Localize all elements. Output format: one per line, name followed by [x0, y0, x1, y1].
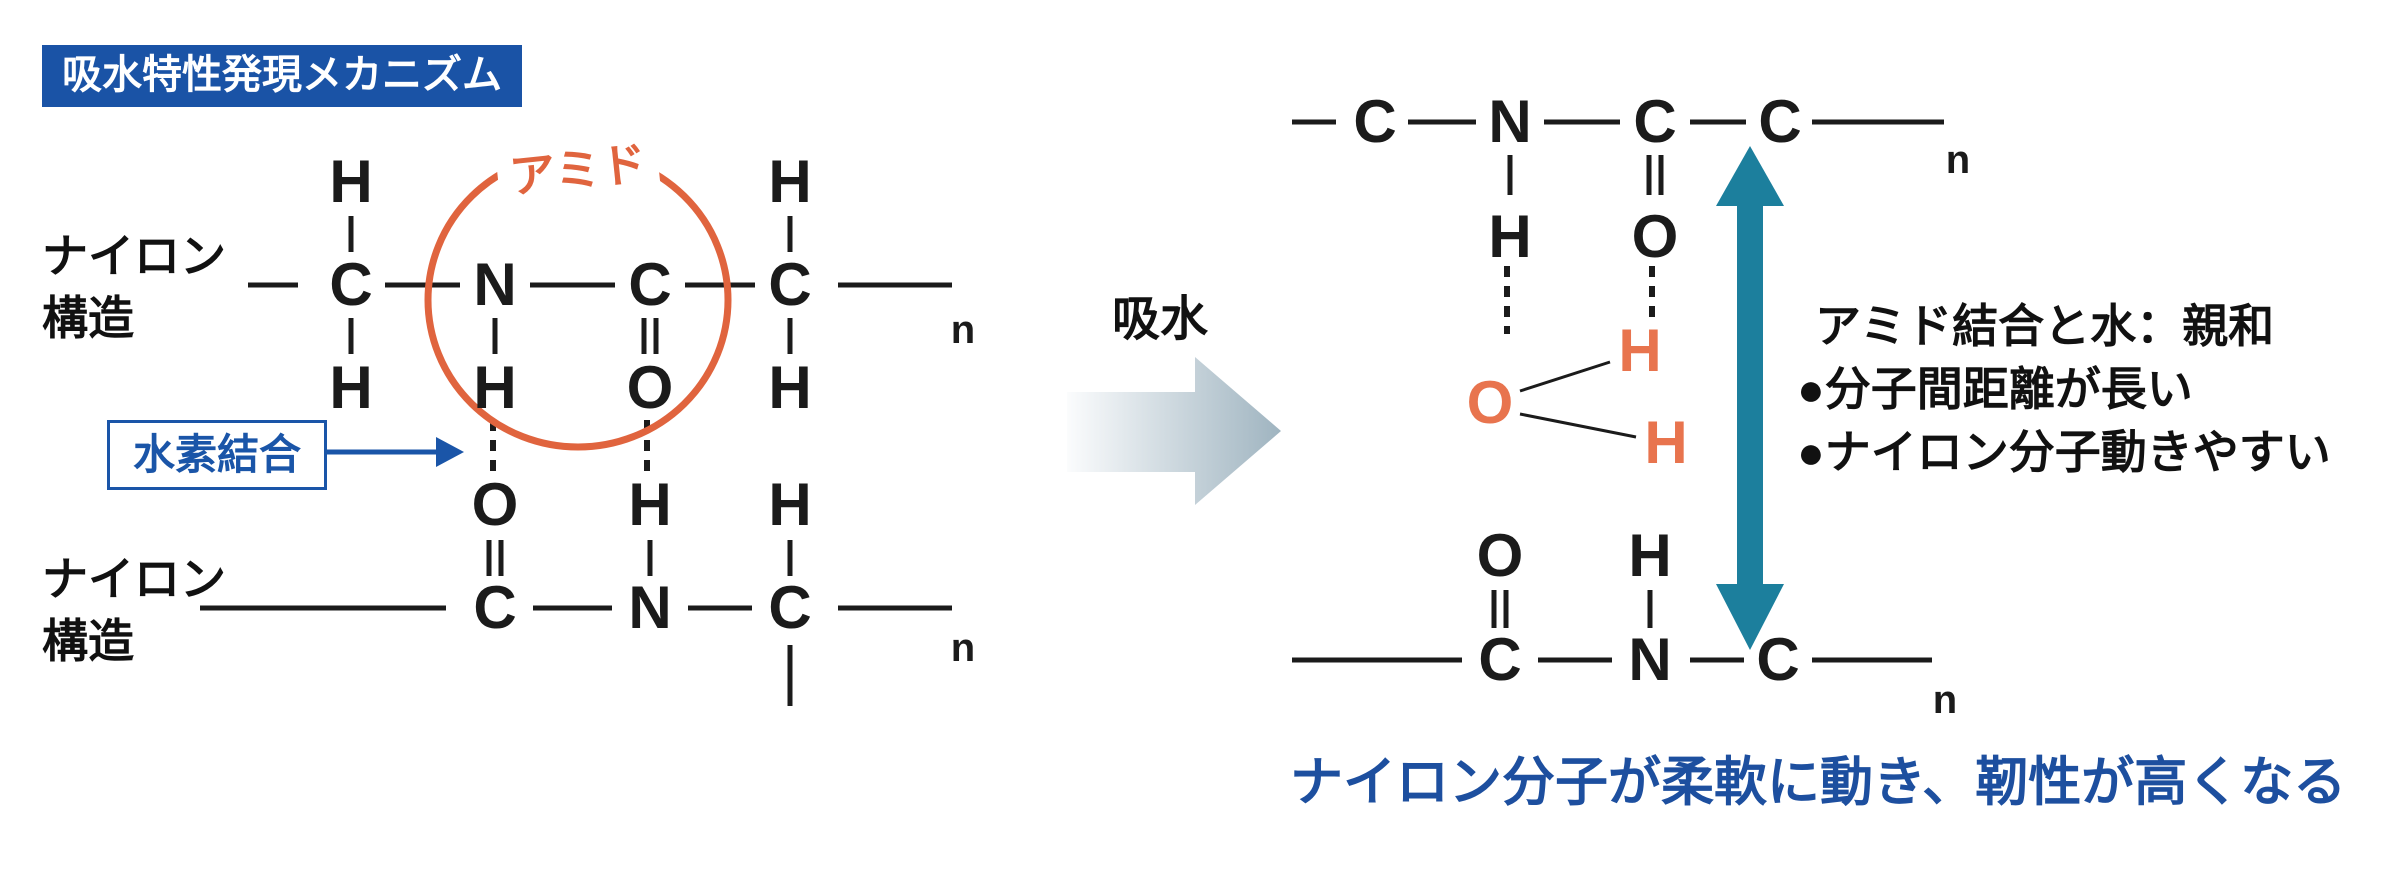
repeat-subscript: n — [1945, 138, 1971, 182]
atom-o: O — [626, 354, 674, 421]
bond — [1519, 412, 1637, 439]
label-line: 構造 — [42, 615, 134, 667]
atom-n: N — [1628, 626, 1672, 693]
atom-n: N — [473, 251, 517, 318]
left-top-chain-bonds — [248, 216, 952, 354]
arrow-head-down-icon — [1716, 584, 1784, 650]
atom-h: H — [329, 148, 373, 215]
atom-c: C — [1633, 88, 1677, 155]
hydrogen-bond-arrow — [325, 437, 464, 467]
water-atom-h: H — [1644, 409, 1688, 476]
arrow-head-up-icon — [1716, 146, 1784, 206]
atom-c: C — [473, 574, 517, 641]
atom-c: C — [1758, 88, 1802, 155]
conclusion-text: ナイロン分子が柔軟に動き、靭性が高くなる — [1290, 753, 2347, 812]
atom-c: C — [329, 251, 373, 318]
right-bottom-chain-bonds — [1292, 590, 1932, 663]
page-title: 吸水特性発現メカニズム — [62, 53, 502, 97]
atom-h: H — [768, 354, 812, 421]
hydrogen-bond-label: 水素結合 — [132, 431, 301, 478]
absorb-label: 吸水 — [1112, 293, 1209, 346]
water-atom-h: H — [1618, 317, 1662, 384]
nylon-structure-label-top: ナイロン 構造 — [42, 225, 226, 349]
atom-c: C — [1353, 88, 1397, 155]
atom-h: H — [1488, 203, 1532, 270]
atom-h: H — [1628, 522, 1672, 589]
bond — [1519, 360, 1611, 393]
distance-double-arrow-icon — [1716, 146, 1784, 650]
atom-o: O — [1476, 522, 1524, 589]
nylon-structure-label-bottom: ナイロン 構造 — [42, 548, 226, 672]
title-badge: 吸水特性発現メカニズム — [42, 45, 522, 107]
repeat-subscript: n — [950, 308, 976, 352]
repeat-subscript: n — [950, 626, 976, 670]
arrow-head-icon — [436, 437, 464, 467]
notes-bullet: ●ナイロン分子動きやすい — [1797, 426, 2331, 478]
arrow-shaft — [1737, 203, 1763, 587]
atom-o: O — [471, 471, 519, 538]
atom-c: C — [1756, 626, 1800, 693]
atom-h: H — [628, 471, 672, 538]
atom-h: H — [768, 471, 812, 538]
notes-heading: アミド結合と水：親和 — [1815, 300, 2275, 352]
label-line: ナイロン — [42, 553, 226, 605]
atom-h: H — [473, 354, 517, 421]
water-bonds — [1519, 360, 1637, 439]
atom-h: H — [768, 148, 812, 215]
atom-n: N — [1488, 88, 1532, 155]
right-top-chain-bonds — [1292, 119, 1944, 195]
hydrogen-bond-callout: 水素結合 — [107, 420, 327, 490]
atom-c: C — [1478, 626, 1522, 693]
repeat-subscript: n — [1932, 678, 1958, 722]
atom-c: C — [628, 251, 672, 318]
atom-o: O — [1631, 203, 1679, 270]
right-hydrogen-bonds — [1504, 266, 1655, 334]
label-line: ナイロン — [42, 230, 226, 282]
water-atom-o: O — [1466, 369, 1514, 436]
notes-bullet: ●分子間距離が長い — [1797, 363, 2193, 415]
atom-c: C — [768, 251, 812, 318]
absorb-arrow-icon — [1067, 357, 1281, 505]
atom-n: N — [628, 574, 672, 641]
left-bottom-chain-bonds — [200, 540, 952, 706]
label-line: 構造 — [42, 292, 134, 344]
atom-c: C — [768, 574, 812, 641]
atom-h: H — [329, 354, 373, 421]
